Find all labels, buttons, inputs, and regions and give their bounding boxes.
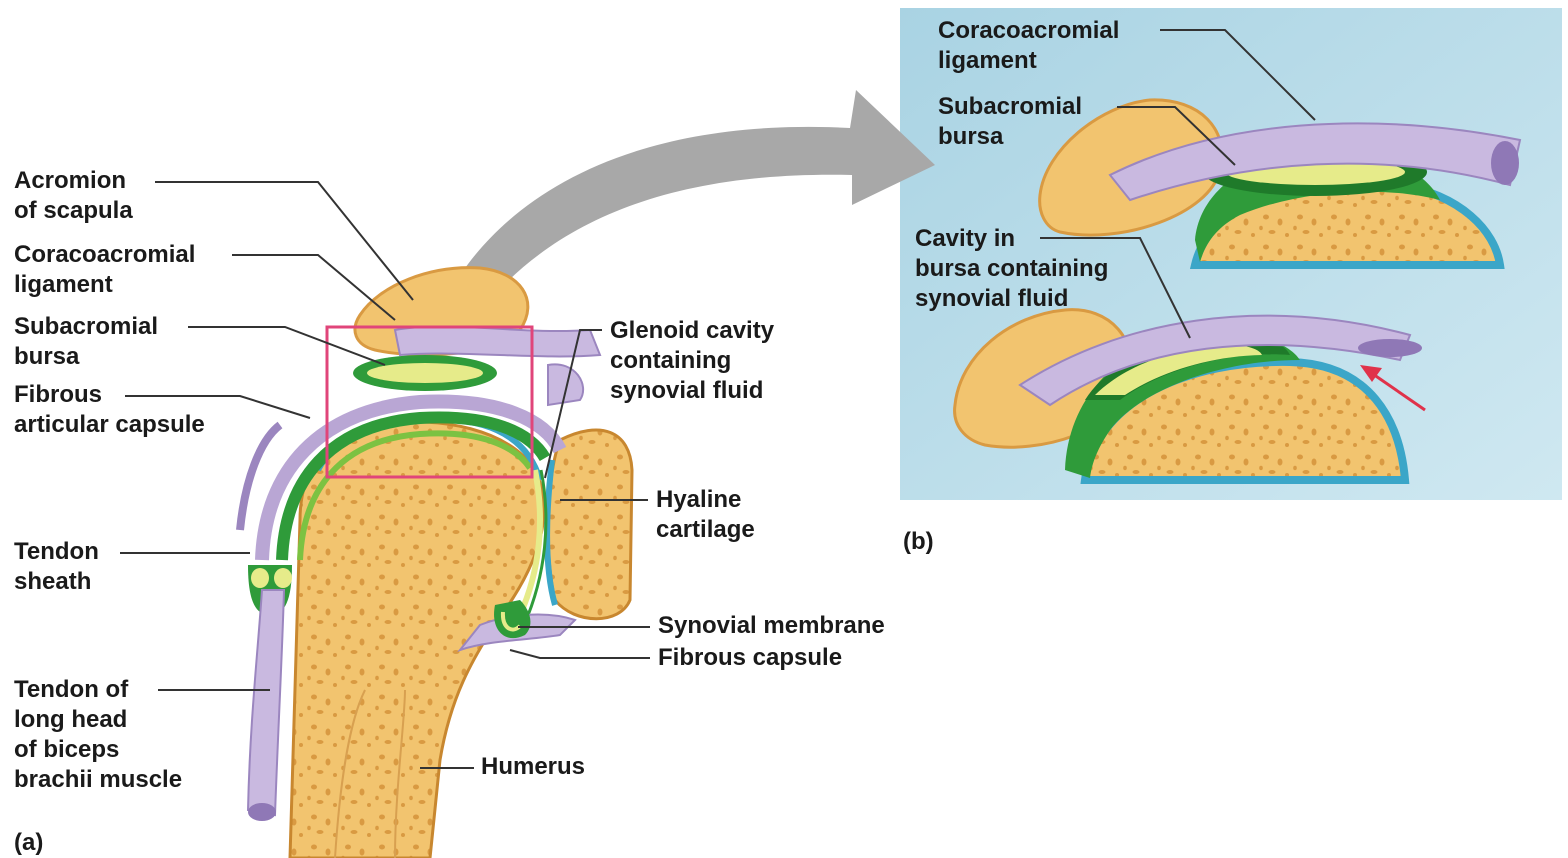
label-fibrous-capsule: Fibrous capsule	[658, 643, 842, 673]
glenoid-scapula	[547, 430, 632, 619]
label-humerus: Humerus	[481, 752, 585, 782]
biceps-tendon-a	[248, 590, 284, 815]
panel-a-letter: (a)	[14, 828, 43, 858]
coracoacromial-ligament-a	[395, 326, 600, 356]
panel-b-letter: (b)	[903, 527, 934, 557]
label-synovial-membrane: Synovial membrane	[658, 611, 885, 641]
